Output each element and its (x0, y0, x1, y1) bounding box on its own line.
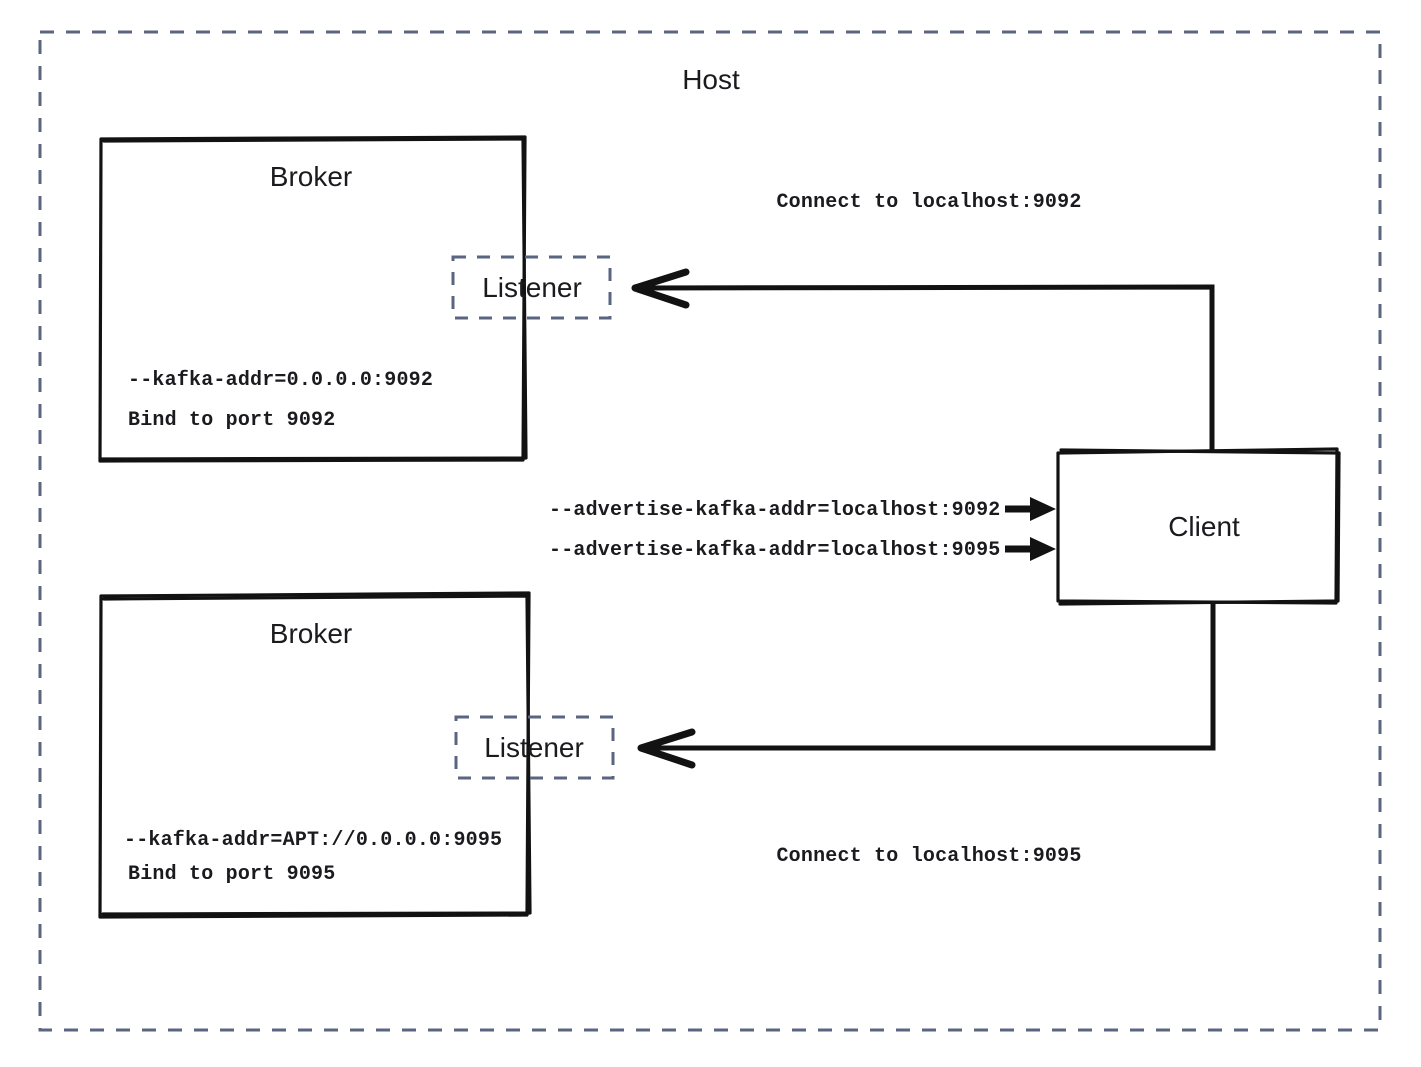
arrow-client-to-bottom-listener (647, 601, 1216, 751)
connect-label-9095: Connect to localhost:9095 (776, 845, 1082, 868)
arrow-client-to-top-listener (640, 284, 1215, 453)
broker-top-kafka-addr: --kafka-addr=0.0.0.0:9092 (128, 369, 434, 392)
host-title: Host (682, 64, 740, 95)
broker-top-bind-note: Bind to port 9092 (128, 409, 336, 432)
listener-top-label: Listener (482, 272, 582, 303)
broker-box-top (98, 135, 528, 463)
arrowhead-top-listener (631, 268, 690, 309)
listener-box-bottom (454, 715, 615, 780)
listener-box-top (451, 255, 612, 320)
broker-bottom-bind-note: Bind to port 9095 (128, 863, 336, 886)
connect-label-9092: Connect to localhost:9092 (776, 191, 1082, 214)
client-title: Client (1168, 511, 1240, 542)
advertise-label-9092: --advertise-kafka-addr=localhost:9092 (549, 499, 1001, 522)
client-box (1056, 447, 1341, 606)
broker-bottom-kafka-addr: --kafka-addr=APT://0.0.0.0:9095 (124, 829, 503, 852)
arrowhead-bottom-listener (637, 728, 696, 769)
arrow-advertise-9095 (1005, 537, 1056, 561)
broker-box-bottom (98, 591, 532, 919)
broker-bottom-title: Broker (269, 618, 353, 649)
arrow-advertise-9092 (1005, 497, 1056, 521)
broker-top-title: Broker (269, 161, 353, 192)
advertise-label-9095: --advertise-kafka-addr=localhost:9095 (549, 539, 1001, 562)
listener-bottom-label: Listener (484, 732, 584, 763)
